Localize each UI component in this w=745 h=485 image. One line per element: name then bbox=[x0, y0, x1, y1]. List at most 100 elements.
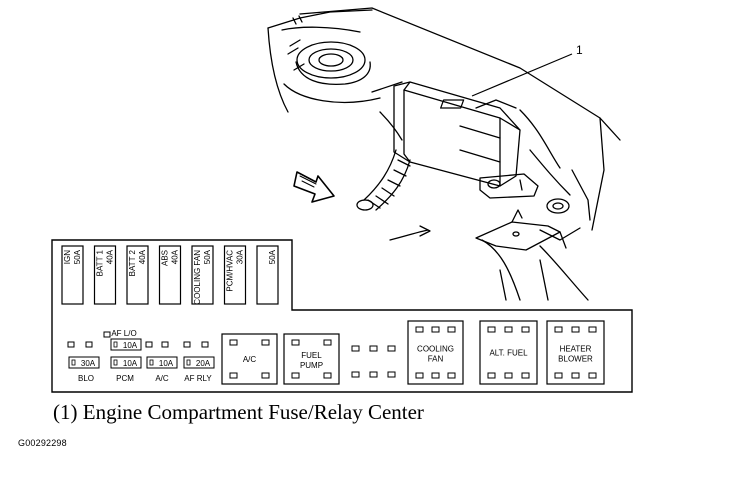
relay-terminal bbox=[504, 326, 513, 333]
relay: A/C bbox=[221, 333, 278, 385]
relay-terminal bbox=[447, 372, 456, 379]
terminal bbox=[103, 331, 111, 338]
terminal bbox=[85, 341, 93, 348]
mini-fuse-body bbox=[183, 356, 215, 369]
mini-fuse-blade bbox=[186, 359, 191, 366]
maxi-fuse-rating: 50A bbox=[268, 249, 277, 264]
maxi-fuse-body bbox=[256, 245, 279, 305]
relay-label: FAN bbox=[428, 355, 444, 364]
maxi-fuse-rating: 50A bbox=[73, 249, 82, 264]
spare-terminals bbox=[351, 345, 396, 378]
relay-label: COOLING bbox=[417, 345, 454, 354]
relay-terminal bbox=[431, 372, 440, 379]
maxi-fuse-rating: 40A bbox=[171, 249, 180, 264]
relay-terminal bbox=[415, 326, 424, 333]
mini-fuse-rating: 20A bbox=[196, 359, 211, 368]
figure-code: G00292298 bbox=[18, 438, 67, 448]
mini-fuse-blade bbox=[149, 359, 154, 366]
mini-fuse-blade bbox=[113, 359, 118, 366]
terminal bbox=[183, 341, 191, 348]
spare-terminal bbox=[369, 371, 378, 378]
callout-leader-line bbox=[471, 53, 573, 97]
relay-terminal bbox=[588, 372, 597, 379]
mini-fuse-rating: 10A bbox=[123, 341, 138, 350]
relay-terminal bbox=[291, 372, 300, 379]
mini-fuse-rating: 10A bbox=[159, 359, 174, 368]
maxi-fuse-body bbox=[126, 245, 149, 305]
relay-terminal bbox=[504, 372, 513, 379]
maxi-fuse-body bbox=[93, 245, 117, 305]
relay-terminal bbox=[323, 339, 332, 346]
callout-number: 1 bbox=[576, 43, 583, 57]
maxi-fuse-rating: 40A bbox=[106, 249, 115, 264]
relay-terminal bbox=[291, 339, 300, 346]
maxi-fuse-body bbox=[191, 245, 214, 305]
mini-fuse-name: BLO bbox=[78, 374, 94, 383]
mini-fuse-name: PCM bbox=[116, 374, 134, 383]
mini-fuse-rating: 30A bbox=[81, 359, 96, 368]
mini-fuse: 10A PCM bbox=[110, 356, 142, 383]
maxi-fuse-body bbox=[223, 245, 247, 305]
mini-fuse: 30A BLO bbox=[68, 356, 100, 383]
relay: ALT. FUEL bbox=[479, 320, 538, 385]
relay-label: ALT. FUEL bbox=[489, 349, 528, 358]
relay-label: BLOWER bbox=[558, 355, 593, 364]
spare-terminal bbox=[387, 371, 396, 378]
relay-terminal bbox=[431, 326, 440, 333]
relay-terminal bbox=[588, 326, 597, 333]
relay-terminal bbox=[229, 372, 238, 379]
relay-label: PUMP bbox=[300, 361, 323, 370]
relay-label: HEATER bbox=[560, 345, 592, 354]
mini-fuse: 10A A/C bbox=[146, 356, 178, 383]
maxi-fuse-rating: 50A bbox=[203, 249, 212, 264]
spare-terminal bbox=[369, 345, 378, 352]
terminal bbox=[67, 341, 75, 348]
mini-fuse-name: AF RLY bbox=[184, 374, 212, 383]
maxi-fuse-name: BATT 2 bbox=[128, 249, 137, 276]
terminal bbox=[201, 341, 209, 348]
relay-terminal bbox=[229, 339, 238, 346]
maxi-fuse-name: ABS bbox=[161, 250, 170, 266]
mini-fuse-body bbox=[110, 356, 142, 369]
maxi-fuse-rating: 40A bbox=[138, 249, 147, 264]
maxi-fuse-name: COOLING FAN bbox=[193, 250, 202, 305]
mini-fuse-blade bbox=[113, 341, 118, 348]
relay-terminal bbox=[487, 372, 496, 379]
relay-terminal bbox=[415, 372, 424, 379]
relay-terminal bbox=[571, 326, 580, 333]
spare-terminal bbox=[387, 345, 396, 352]
relay-terminal bbox=[487, 326, 496, 333]
figure-caption: (1) Engine Compartment Fuse/Relay Center bbox=[53, 400, 424, 424]
relay-terminal bbox=[521, 372, 530, 379]
mini-fuse-name: A/C bbox=[155, 374, 169, 383]
maxi-fuse-body bbox=[158, 245, 182, 305]
mini-fuse-rating: 10A bbox=[123, 359, 138, 368]
terminal bbox=[161, 341, 169, 348]
mini-fuse-body bbox=[110, 338, 142, 351]
spare-terminal bbox=[351, 371, 360, 378]
relay-terminal bbox=[323, 372, 332, 379]
terminal bbox=[145, 341, 153, 348]
maxi-fuse-name: IGN bbox=[63, 250, 72, 264]
relay-terminal bbox=[521, 326, 530, 333]
maxi-fuse-name: BATT 1 bbox=[96, 249, 105, 276]
maxi-fuse-rating: 30A bbox=[236, 249, 245, 264]
maxi-fuse-name: PCM/HVAC bbox=[226, 250, 235, 292]
mini-fuse-body bbox=[68, 356, 100, 369]
spare-terminal bbox=[351, 345, 360, 352]
relay-terminal bbox=[261, 339, 270, 346]
relay-label: A/C bbox=[243, 355, 257, 364]
